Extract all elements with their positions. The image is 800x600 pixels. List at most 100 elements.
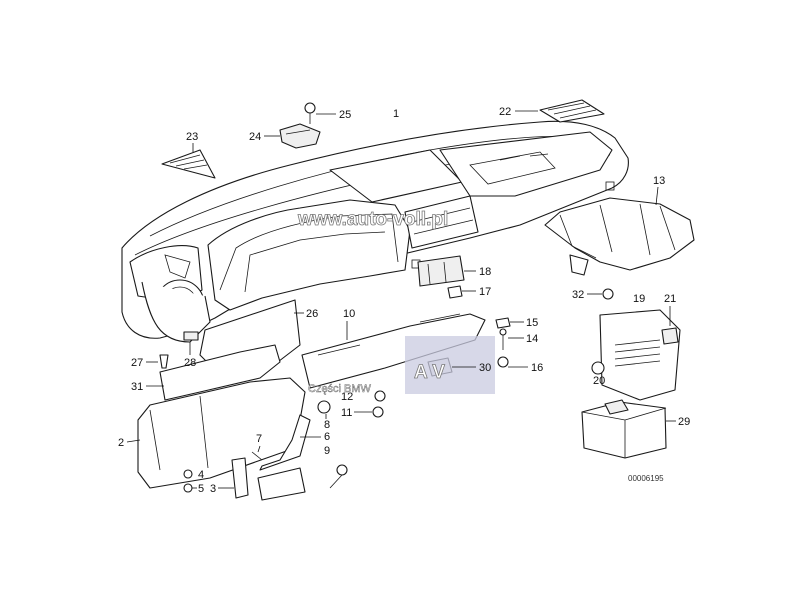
screw-9 bbox=[329, 464, 348, 489]
cover-13 bbox=[544, 197, 695, 276]
callout-25: 25 bbox=[316, 109, 351, 121]
watermark-logo-box bbox=[405, 336, 495, 394]
callout-4: 4 bbox=[198, 469, 204, 481]
callout-label: 23 bbox=[186, 131, 198, 143]
callout-label: 22 bbox=[499, 106, 511, 118]
callout-label: 25 bbox=[339, 109, 351, 121]
callout-3: 3 bbox=[210, 483, 234, 495]
callout-label: 6 bbox=[324, 431, 330, 443]
callout-label: 27 bbox=[131, 357, 143, 369]
callout-label: 1 bbox=[393, 108, 399, 120]
callout-13: 13 bbox=[653, 175, 665, 206]
cover-2 bbox=[137, 377, 306, 489]
callout-label: 26 bbox=[306, 308, 318, 320]
screw-4 bbox=[183, 469, 193, 479]
callout-2: 2 bbox=[118, 437, 141, 449]
callout-label: 13 bbox=[653, 175, 665, 187]
callout-label: 5 bbox=[198, 483, 204, 495]
callout-19: 19 bbox=[633, 293, 645, 305]
callout-label: 15 bbox=[526, 317, 538, 329]
callout-label: 11 bbox=[341, 407, 352, 419]
callout-17: 17 bbox=[462, 286, 491, 298]
callout-1: 1 bbox=[393, 108, 399, 120]
watermark: A V www.auto-voll.pl Części BMW bbox=[297, 209, 495, 395]
clip-27 bbox=[159, 354, 169, 369]
callout-21: 21 bbox=[664, 293, 676, 326]
callout-label: 29 bbox=[678, 416, 690, 428]
callout-29: 29 bbox=[666, 416, 690, 428]
callout-label: 24 bbox=[249, 131, 261, 143]
callout-32: 32 bbox=[572, 289, 602, 301]
callout-label: 14 bbox=[526, 333, 538, 345]
callout-10: 10 bbox=[343, 308, 355, 340]
callout-16: 16 bbox=[508, 362, 543, 374]
callout-24: 24 bbox=[249, 131, 280, 143]
callout-31: 31 bbox=[131, 381, 164, 393]
callout-label: 19 bbox=[633, 293, 645, 305]
callout-label: 12 bbox=[341, 391, 353, 403]
clip-32 bbox=[602, 288, 614, 300]
dashboard-part bbox=[121, 120, 629, 343]
callout-18: 18 bbox=[464, 266, 491, 278]
bracket-24 bbox=[279, 123, 321, 149]
callout-27: 27 bbox=[131, 357, 158, 369]
grille-22 bbox=[539, 99, 605, 123]
clip-20 bbox=[591, 361, 605, 375]
callout-12: 12 bbox=[341, 391, 353, 403]
watermark-logo-letters: A V bbox=[414, 362, 445, 383]
watermark-caption: Części BMW bbox=[308, 383, 372, 395]
callout-20: 20 bbox=[593, 375, 605, 387]
callout-8: 8 bbox=[324, 414, 330, 431]
callout-label: 18 bbox=[479, 266, 491, 278]
callout-28: 28 bbox=[184, 342, 196, 369]
screw-8 bbox=[317, 400, 331, 414]
screw-12 bbox=[374, 390, 386, 402]
screw-11 bbox=[372, 406, 384, 418]
callout-7: 7 bbox=[256, 433, 262, 453]
watermark-url: www.auto-voll.pl bbox=[297, 209, 448, 230]
callout-26: 26 bbox=[294, 308, 318, 320]
callout-label: 28 bbox=[184, 357, 196, 369]
fastener-14 bbox=[499, 328, 507, 350]
bracket-3 bbox=[231, 457, 249, 499]
box-29 bbox=[581, 399, 667, 459]
clip-21 bbox=[661, 327, 679, 345]
callout-label: 8 bbox=[324, 419, 330, 431]
callout-label: 21 bbox=[664, 293, 676, 305]
callout-label: 2 bbox=[118, 437, 124, 449]
callout-5: 5 bbox=[192, 483, 204, 495]
callout-label: 10 bbox=[343, 308, 355, 320]
callout-6: 6 bbox=[300, 431, 330, 443]
grille-23 bbox=[161, 149, 216, 179]
callout-14: 14 bbox=[508, 333, 538, 345]
clip-28 bbox=[183, 331, 199, 341]
clip-17 bbox=[447, 285, 463, 299]
callout-label: 7 bbox=[256, 433, 262, 445]
switch-18 bbox=[417, 255, 465, 287]
fastener-15 bbox=[495, 317, 511, 329]
callout-label: 30 bbox=[479, 362, 491, 374]
screw-25 bbox=[304, 102, 316, 124]
bracket-6 bbox=[257, 414, 311, 501]
callout-label: 20 bbox=[593, 375, 605, 387]
callout-15: 15 bbox=[510, 317, 538, 329]
strip-10 bbox=[301, 313, 486, 389]
trim-31 bbox=[159, 344, 281, 401]
callout-label: 9 bbox=[324, 445, 330, 457]
panel-19 bbox=[599, 309, 681, 401]
callout-9: 9 bbox=[324, 445, 330, 457]
callout-22: 22 bbox=[499, 106, 538, 118]
callout-label: 16 bbox=[531, 362, 543, 374]
pin-7 bbox=[251, 451, 263, 461]
callout-label: 4 bbox=[198, 469, 204, 481]
callout-label: 3 bbox=[210, 483, 216, 495]
callout-label: 17 bbox=[479, 286, 491, 298]
screw-5 bbox=[183, 483, 193, 493]
fastener-16 bbox=[497, 356, 509, 368]
callout-11: 11 bbox=[341, 407, 372, 419]
callout-label: 32 bbox=[572, 289, 584, 301]
callout-30: 30 bbox=[452, 362, 491, 374]
callout-label: 31 bbox=[131, 381, 143, 393]
callout-23: 23 bbox=[186, 131, 198, 152]
